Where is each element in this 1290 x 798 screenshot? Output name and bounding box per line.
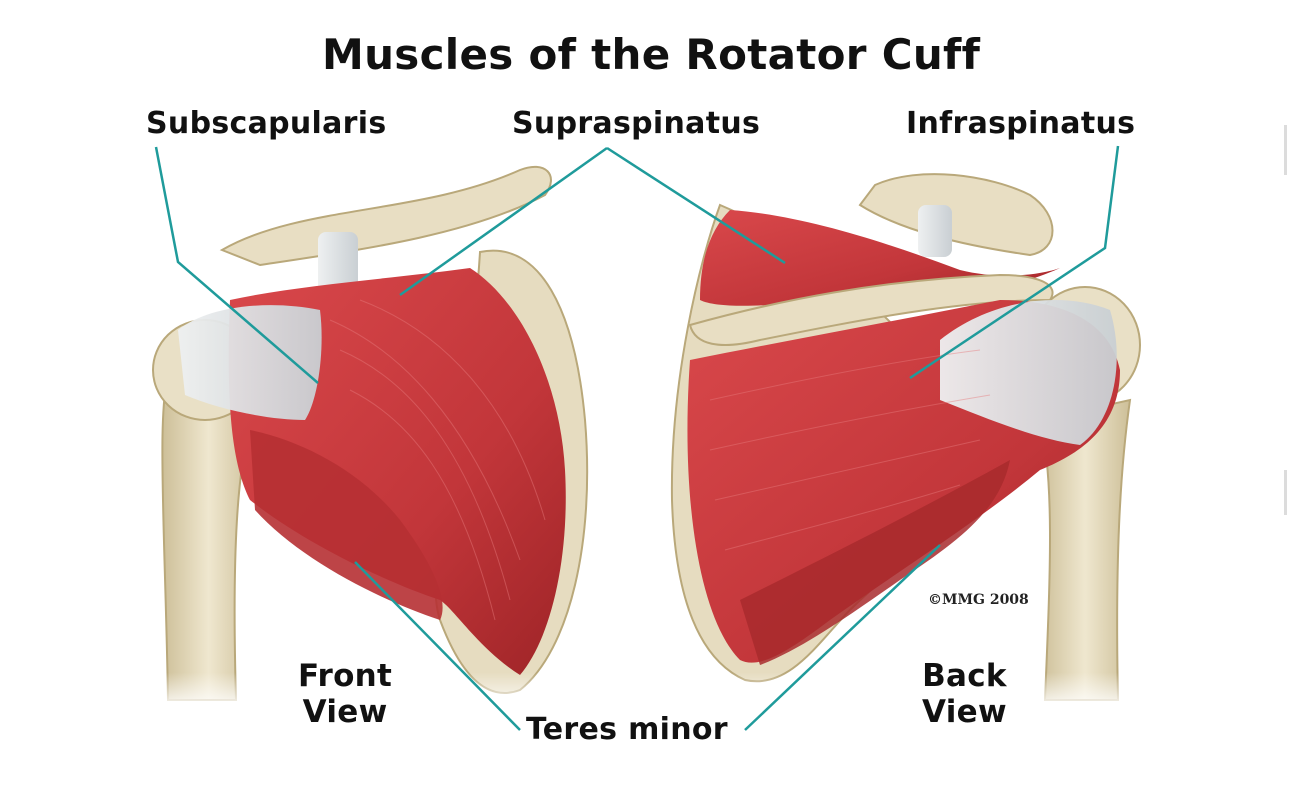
leader-subscapularis: [154, 146, 319, 384]
back-acromion: [858, 173, 1054, 257]
label-teres-minor: Teres minor: [526, 712, 728, 747]
front-tendon: [178, 305, 322, 420]
back-view-line2: View: [922, 694, 1007, 730]
leader-supraspinatus-back: [606, 146, 786, 265]
leader-teres-minor-front: [354, 561, 521, 731]
front-view-line2: View: [302, 694, 388, 730]
front-clavicle: [219, 165, 552, 267]
back-view-label: Back View: [922, 658, 1007, 730]
label-subscapularis: Subscapularis: [146, 106, 387, 141]
leader-supraspinatus-front: [399, 146, 608, 297]
label-supraspinatus: Supraspinatus: [512, 106, 761, 141]
copyright-notice: ©MMG 2008: [928, 592, 1029, 608]
back-tendon: [940, 300, 1117, 445]
front-view-line1: Front: [298, 658, 393, 694]
back-view-line1: Back: [922, 658, 1007, 694]
front-ligament: [318, 232, 358, 294]
label-infraspinatus: Infraspinatus: [906, 106, 1136, 141]
front-view-label: Front View: [298, 658, 392, 730]
diagram-title: Muscles of the Rotator Cuff: [322, 30, 981, 79]
back-ligament: [918, 205, 952, 257]
right-edge-mark-bottom: [1284, 470, 1287, 515]
leader-lines: [154, 145, 1120, 731]
leader-teres-minor-back: [744, 544, 941, 731]
leader-infraspinatus: [909, 145, 1120, 380]
bottom-fade: [0, 560, 1290, 710]
right-edge-mark-top: [1284, 125, 1287, 175]
back-scapular-spine: [688, 273, 1054, 346]
